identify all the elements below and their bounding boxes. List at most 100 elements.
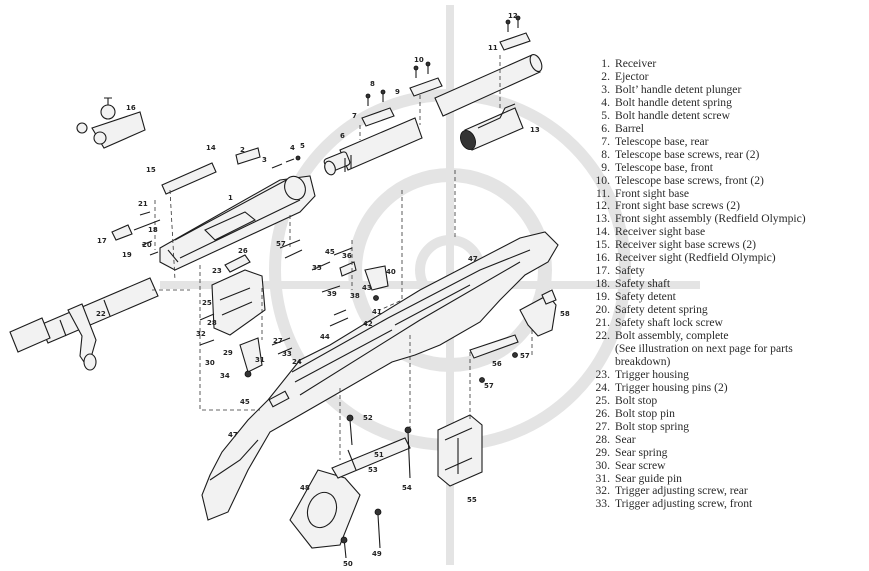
magazine xyxy=(437,414,483,487)
part-name: Front sight base xyxy=(615,186,690,200)
part-name: Receiver sight base screws (2) xyxy=(615,238,757,252)
callout-48: 48 xyxy=(300,484,310,492)
parts-list-item: 32.Trigger adjusting screw, rear xyxy=(588,484,864,498)
part-number: 18. xyxy=(595,277,611,291)
part-number: 10. xyxy=(595,173,611,187)
parts-list-item: 10. Telescope base screws, front (2) xyxy=(588,173,864,188)
ejector xyxy=(235,147,261,165)
part-number: 33. xyxy=(595,497,611,511)
callout-17: 17 xyxy=(97,237,107,245)
parts-list-item: 8.Telescope base screws, rear (2) xyxy=(588,147,864,162)
parts-list-item: 30.Sear screw xyxy=(588,458,864,473)
callout-33: 33 xyxy=(282,350,292,358)
part-name: Trigger adjusting screw, front xyxy=(615,497,753,511)
callout-36: 36 xyxy=(342,252,352,260)
parts-list-item: 18. Safety shaft xyxy=(588,277,864,291)
part-name: Safety detent spring xyxy=(615,303,708,317)
parts-list-item: 1.Receiver xyxy=(588,57,864,71)
part-name: Bolt handle detent spring xyxy=(615,95,732,109)
callout-31: 31 xyxy=(255,356,265,364)
sling-swivel-parts xyxy=(469,289,557,383)
part-name: Bolt stop xyxy=(615,393,658,407)
part-number: 24. xyxy=(595,380,611,394)
callout-57c: 57 xyxy=(484,382,494,390)
callout-45a: 45 xyxy=(325,248,335,256)
parts-list-item: 20.Safety detent spring xyxy=(588,303,864,317)
barrel xyxy=(323,117,423,176)
part-name: Telescope base, front xyxy=(615,160,714,174)
callout-52: 52 xyxy=(363,414,373,422)
part-number: 16. xyxy=(595,251,611,265)
telescope-base-front xyxy=(409,77,443,97)
bolt-assembly xyxy=(9,277,159,371)
callout-9: 9 xyxy=(395,88,400,96)
callout-7: 7 xyxy=(352,112,357,120)
callout-26: 26 xyxy=(238,247,248,255)
callout-57a: 57 xyxy=(276,240,286,248)
part-name: Safety xyxy=(615,264,645,278)
part-name: Bolt stop pin xyxy=(615,406,675,420)
part-number: 14. xyxy=(595,225,611,239)
callout-10: 10 xyxy=(414,56,424,64)
parts-list-item: 23. Trigger housing xyxy=(588,367,864,382)
telescope-base-rear xyxy=(361,107,395,127)
part-name: Sear guide pin xyxy=(615,471,682,485)
callout-27: 27 xyxy=(273,337,283,345)
safety-parts xyxy=(111,211,161,256)
receiver xyxy=(159,175,316,271)
callout-54: 54 xyxy=(402,484,412,492)
part-number: 5. xyxy=(601,108,610,122)
callout-38: 38 xyxy=(350,292,360,300)
callout-32: 32 xyxy=(196,330,206,338)
part-number: 23. xyxy=(595,367,611,381)
part-number: 17. xyxy=(595,264,611,278)
part-name: Trigger housing xyxy=(615,367,689,381)
part-number: 6. xyxy=(601,121,610,135)
callout-34: 34 xyxy=(220,372,230,380)
parts-list-item: 17. Safety xyxy=(588,264,864,278)
parts-list-item: 2.Ejector xyxy=(588,69,864,84)
guard-screws xyxy=(340,414,412,559)
bolt-handle-detent-parts xyxy=(271,155,301,169)
parts-list-item: 26.Bolt stop pin xyxy=(588,406,864,421)
callout-19: 19 xyxy=(122,251,132,259)
part-name: Bolt handle detent screw xyxy=(615,108,730,122)
callout-44: 44 xyxy=(320,333,330,341)
callout-22: 22 xyxy=(96,310,106,318)
center-small-parts xyxy=(311,247,389,327)
part-name: Ejector xyxy=(615,69,649,83)
part-name: Safety shaft xyxy=(615,277,671,291)
callout-57b: 57 xyxy=(520,352,530,360)
callout-1: 1 xyxy=(228,194,233,202)
part-name: Bolt assembly, complete xyxy=(615,329,729,343)
parts-list-item: 19.Safety detent xyxy=(588,290,864,304)
callout-2: 2 xyxy=(240,146,245,154)
part-name: Bolt’ handle detent plunger xyxy=(615,82,742,96)
assembly-leaders xyxy=(152,55,533,460)
parts-list-item: 12.Front sight base screws (2) xyxy=(588,200,864,213)
part-name: Sear screw xyxy=(615,458,666,472)
callout-13: 13 xyxy=(530,126,540,134)
part-name: Telescope base, rear xyxy=(615,134,709,148)
part-number: 27. xyxy=(595,419,611,433)
parts-list-item: 25.Bolt stop xyxy=(588,393,864,408)
part-number: 4. xyxy=(601,95,610,109)
stock xyxy=(201,231,559,521)
callout-18: 18 xyxy=(148,226,158,234)
part-number: 32. xyxy=(595,484,611,498)
part-note: (See illustration on next page for parts xyxy=(615,341,793,355)
callout-11: 11 xyxy=(488,44,498,52)
parts-list-item: 11.Front sight base xyxy=(588,186,864,201)
callout-21: 21 xyxy=(138,200,148,208)
parts-list-item: 13.Front sight assembly (Redfield Olympi… xyxy=(588,212,864,226)
part-name: Telescope base screws, rear (2) xyxy=(615,147,760,161)
part-number: 15. xyxy=(595,238,611,252)
part-name: Safety detent xyxy=(615,290,676,304)
part-name: Telescope base screws, front (2) xyxy=(615,173,764,187)
part-number: 22. xyxy=(595,329,611,343)
part-name: Front sight base screws (2) xyxy=(615,199,740,213)
receiver-sight xyxy=(76,97,146,149)
callout-14: 14 xyxy=(206,144,216,152)
